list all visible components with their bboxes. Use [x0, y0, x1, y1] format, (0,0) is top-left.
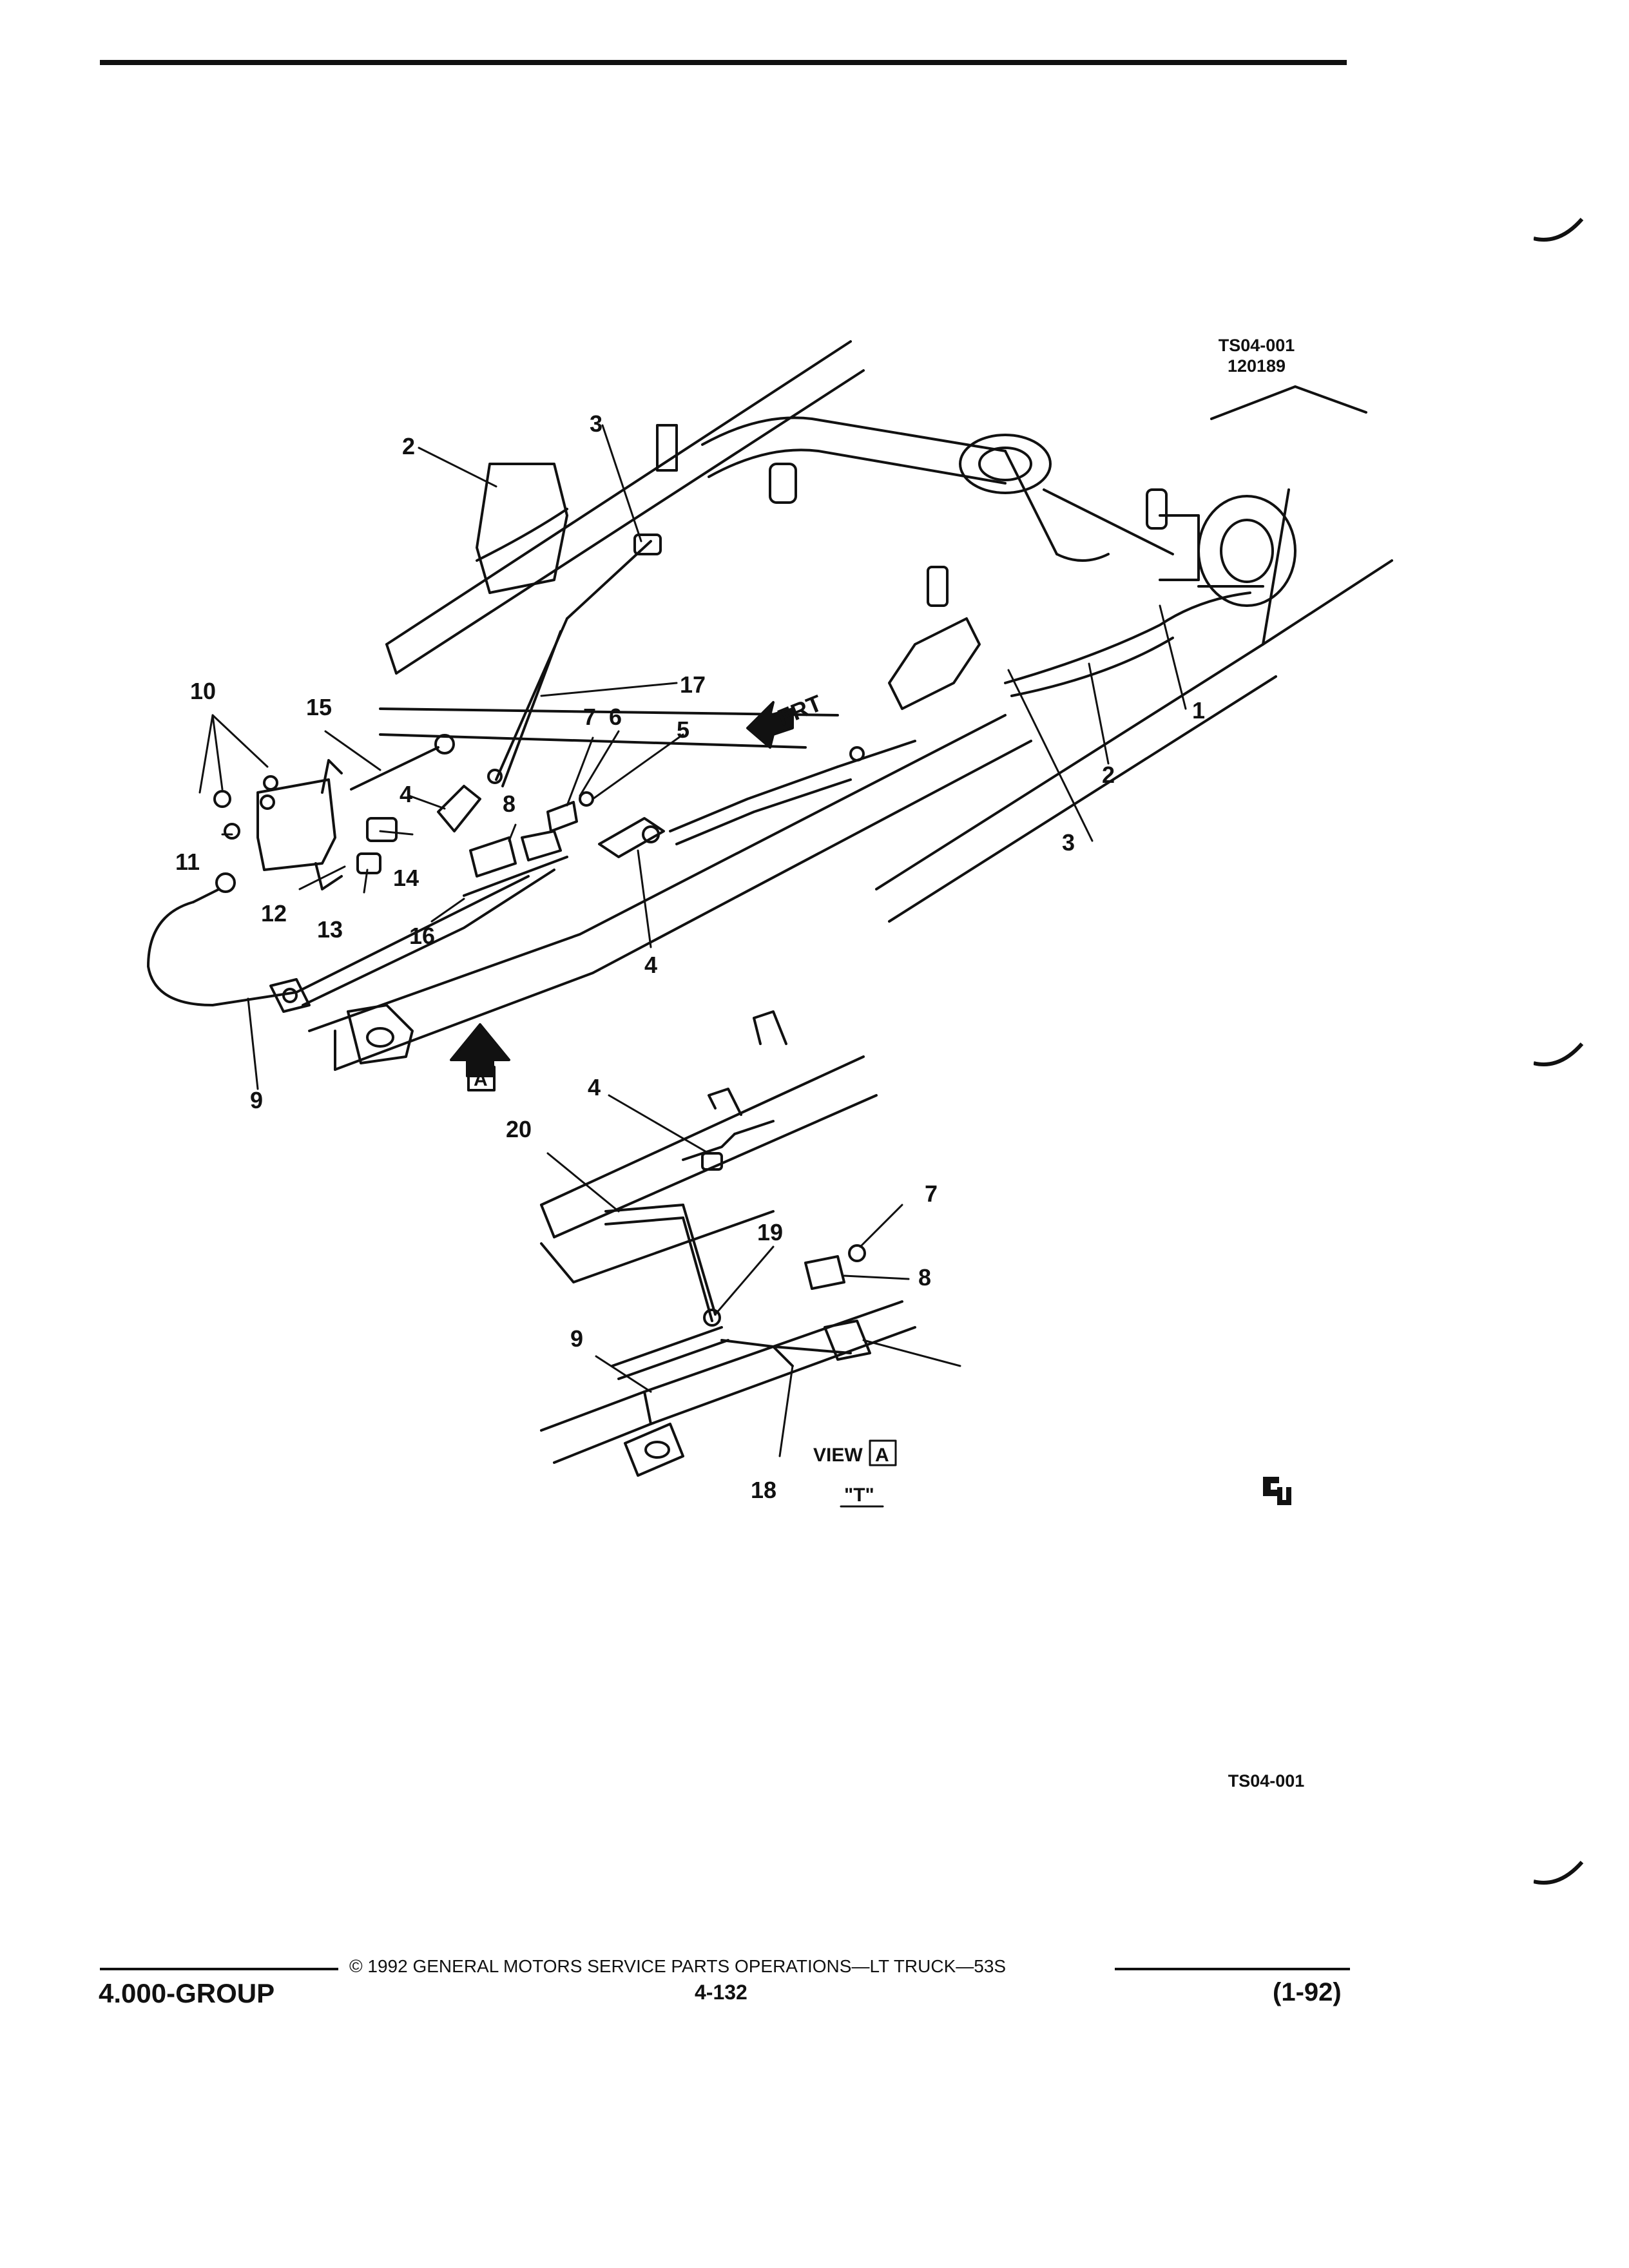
right-frame-rail [875, 385, 1393, 923]
equalizer-4 [437, 785, 481, 832]
callout-2-right: 2 [1102, 762, 1115, 788]
callout-20: 20 [506, 1116, 532, 1142]
equalizer-lower-4 [598, 817, 665, 858]
pedal-bracket [213, 759, 343, 890]
callout-18: 18 [751, 1477, 776, 1503]
callout-4-lower: 4 [644, 952, 657, 978]
illustration-code-top: TS04-001 120189 [1192, 335, 1321, 376]
right-hanger-bracket [888, 566, 981, 710]
callout-6: 6 [609, 704, 622, 730]
footer-revision: (1-92) [1273, 1978, 1342, 2006]
callout-11: 11 [175, 849, 200, 875]
view-a-cable-1 [720, 1339, 852, 1367]
leader-lines-lower [546, 1094, 961, 1457]
callout-10: 10 [190, 678, 216, 704]
rear-crossmember [701, 416, 1110, 562]
left-frame-rail [385, 340, 865, 675]
intermediate-cable [669, 740, 916, 845]
callout-3: 3 [590, 410, 602, 437]
callout-labels: 1 2 2 3 3 4 4 4 5 6 7 7 8 8 9 9 10 11 12… [175, 410, 1205, 1506]
illustration-code-bottom: TS04-001 [1228, 1771, 1305, 1791]
callout-4-view: 4 [588, 1074, 601, 1100]
rear-cable-right [1004, 591, 1251, 697]
view-sublabel: "T" [844, 1485, 874, 1506]
callout-9-view: 9 [570, 1325, 583, 1352]
callout-12: 12 [261, 900, 287, 927]
view-label: VIEW [813, 1445, 863, 1466]
upper-left-hanger-bracket [476, 424, 678, 594]
callout-2: 2 [402, 433, 415, 459]
cross-cable [487, 533, 662, 787]
gm-logo-icon [1263, 1477, 1291, 1505]
illustration-code: TS04-001 [1218, 336, 1295, 355]
leader-lines-upper [198, 424, 1187, 1090]
callout-7: 7 [583, 704, 596, 730]
brake-drum [1146, 488, 1296, 607]
callout-5: 5 [677, 716, 689, 743]
page-tab-mark-2 [1534, 1043, 1584, 1066]
callout-13: 13 [317, 916, 343, 943]
footer-group: 4.000-GROUP [99, 1978, 275, 2008]
callout-1: 1 [1192, 697, 1205, 724]
front-cable [147, 856, 568, 1006]
front-arrow [746, 701, 794, 749]
callout-3-right: 3 [1062, 829, 1075, 856]
front-label: FRT [774, 689, 825, 731]
arrow-letter: A [474, 1069, 488, 1090]
clip-13 [356, 852, 381, 874]
view-a-box [869, 1439, 897, 1466]
view-letter: A [875, 1445, 889, 1466]
top-rule [100, 60, 1347, 65]
footer-rule-right [1115, 1968, 1350, 1970]
view-a-cable-4 [682, 1120, 775, 1171]
view-a-arrow [450, 1023, 510, 1091]
clip-14 [366, 817, 398, 842]
callout-17: 17 [680, 671, 706, 698]
rear-axle [959, 434, 1174, 555]
callout-8-view: 8 [918, 1264, 931, 1291]
illustration-date: 120189 [1227, 356, 1286, 376]
callout-8: 8 [503, 791, 516, 817]
guide-8 [469, 791, 594, 878]
callout-14: 14 [393, 865, 419, 891]
callout-7-view: 7 [925, 1180, 938, 1207]
footer-page-number: 4-132 [695, 1981, 747, 2004]
view-a-frame [540, 1010, 916, 1477]
callout-9: 9 [250, 1087, 263, 1113]
cable-clip-9 [269, 978, 311, 1013]
footer-copyright: © 1992 GENERAL MOTORS SERVICE PARTS OPER… [349, 1956, 1007, 1976]
page-tab-mark-3 [1534, 1861, 1584, 1885]
rod-15 [350, 734, 455, 791]
callout-16: 16 [409, 923, 435, 949]
callout-19: 19 [757, 1219, 783, 1245]
view-a-guide-8 [804, 1244, 866, 1290]
page-tab-mark-1 [1534, 218, 1584, 242]
callout-4: 4 [400, 781, 412, 807]
footer-rule-left [100, 1968, 338, 1970]
callout-15: 15 [306, 694, 332, 720]
front-mount-bracket [347, 1004, 414, 1064]
